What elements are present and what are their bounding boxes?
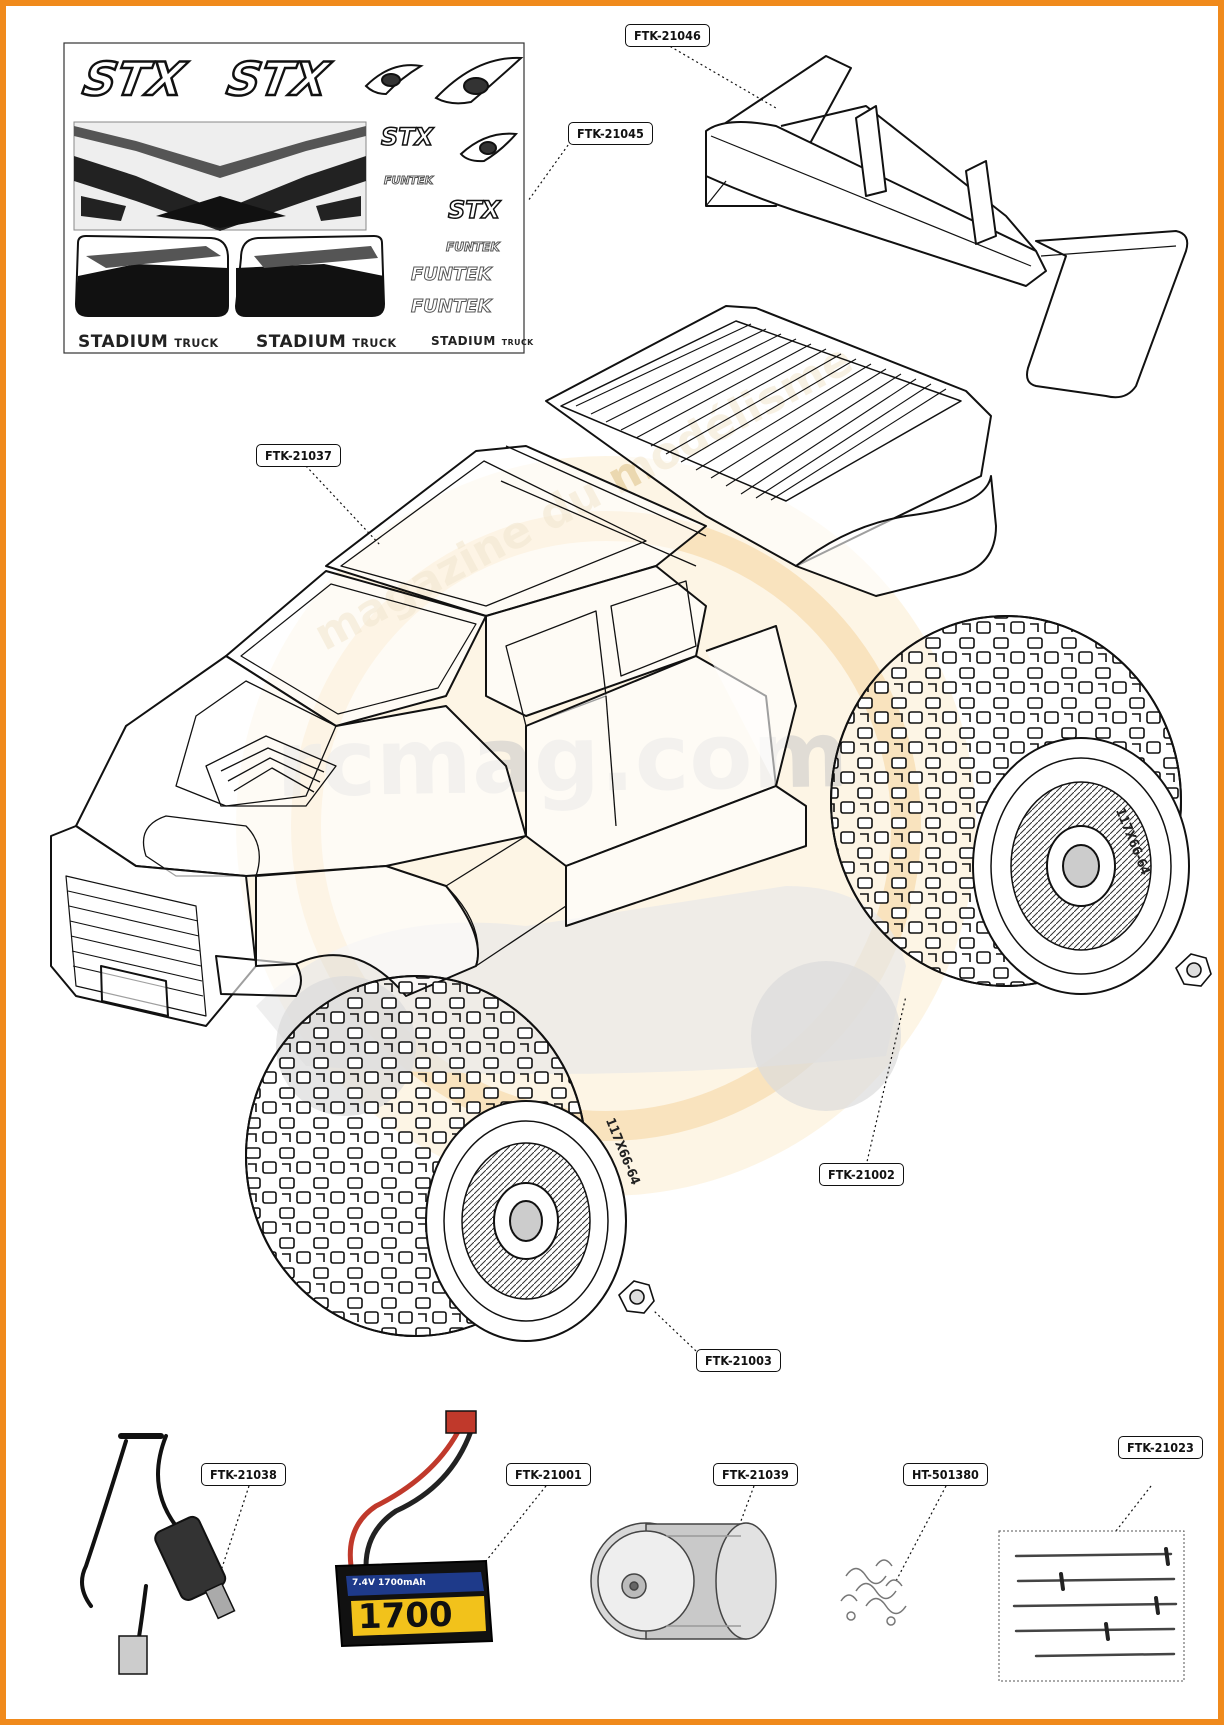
electric-motor [590,1522,777,1640]
funtek-decal-4: FUNTEK [411,296,492,318]
stx-logo-decal-3: STX [380,122,434,152]
part-label-clips: HT-501380 [903,1463,988,1486]
part-label-screws: FTK-21023 [1118,1436,1203,1459]
stx-logo-decal-4: STX [447,195,501,225]
right-wheel-nut [1175,953,1212,987]
hood-stripe-decal [73,121,367,231]
eye-decal [364,56,524,163]
part-label-decals: FTK-21045 [568,122,653,145]
funtek-decal-3: FUNTEK [411,264,492,286]
part-label-body: FTK-21037 [256,444,341,467]
part-label-battery: FTK-21001 [506,1463,591,1486]
part-label-wheel: FTK-21002 [819,1163,904,1186]
part-label-charger: FTK-21038 [201,1463,286,1486]
truck-body [50,305,997,1027]
part-label-nut: FTK-21003 [696,1349,781,1372]
left-wheel-nut [618,1280,655,1314]
rear-wing [705,55,1189,399]
battery-capacity-text: 1700 [357,1594,454,1638]
body-clips [840,1559,907,1626]
battery-pack [334,1410,494,1648]
funtek-decal-1: FUNTEK [383,174,434,188]
part-label-motor: FTK-21039 [713,1463,798,1486]
right-wheel [830,615,1190,995]
screw-set [998,1530,1185,1682]
part-label-wing: FTK-21046 [625,24,710,47]
hood-vent [205,735,337,807]
stx-logo-decal-2: STX [222,51,334,108]
left-wheel [245,975,627,1342]
funtek-decal-2: FUNTEK [446,240,501,255]
decal-sheet [63,42,525,354]
battery-spec-text: 7.4V 1700mAh [352,1578,426,1588]
side-panel-decals [74,234,386,317]
stx-logo-decal-1: STX [78,51,190,108]
usb-charger-cable [80,1433,236,1675]
parts-line-art [50,42,1212,1682]
